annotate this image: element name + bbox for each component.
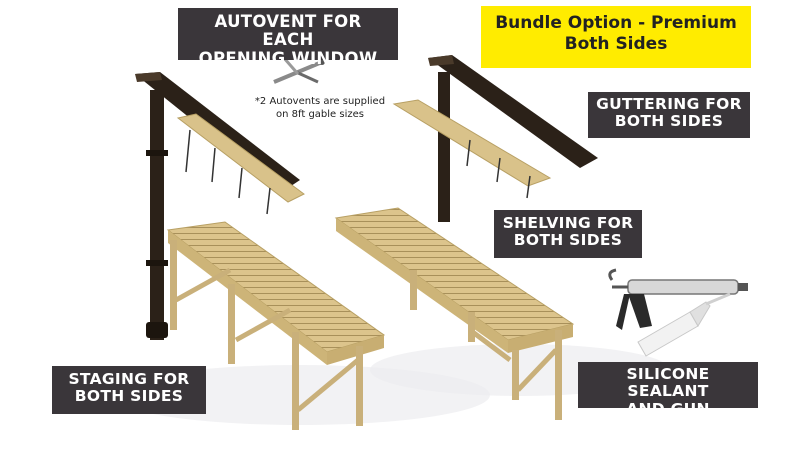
staging-label-line-1: STAGING FOR	[68, 370, 190, 388]
shelving-label-line-1: SHELVING FOR	[502, 214, 634, 232]
staging-label-line-2: BOTH SIDES	[74, 387, 184, 406]
guttering-label-line-1: GUTTERING FOR	[596, 95, 742, 113]
shelving-label-line-2: BOTH SIDES	[513, 231, 623, 250]
staging-icon-right	[334, 207, 575, 420]
autovent-label: AUTOVENT FOR EACH OPENING WINDOW	[178, 8, 398, 68]
guttering-label: GUTTERING FOR BOTH SIDES	[588, 92, 750, 138]
silicone-label-line-1: SILICONE SEALANT	[626, 365, 710, 401]
shelf-icon-right	[392, 99, 552, 199]
autovent-icon	[273, 57, 325, 84]
guttering-label-line-2: BOTH SIDES	[614, 112, 724, 131]
autovent-note-line-2: on 8ft gable sizes	[276, 108, 364, 120]
shelf-icon-left	[176, 113, 305, 215]
autovent-note-line-1: *2 Autovents are supplied	[254, 96, 386, 107]
shelving-label: SHELVING FOR BOTH SIDES	[494, 210, 642, 258]
staging-icon-left	[166, 221, 386, 430]
autovent-note: *2 Autovents are supplied on 8ft gable s…	[240, 96, 400, 121]
staging-label: STAGING FOR BOTH SIDES	[52, 366, 206, 414]
autovent-label-line-1: AUTOVENT FOR EACH	[214, 12, 362, 50]
autovent-label-line-2: OPENING WINDOW	[198, 48, 378, 68]
bundle-line-2: Both Sides	[564, 34, 668, 55]
sealant-gun-icon	[608, 268, 748, 330]
bundle-option-banner: Bundle Option - Premium Both Sides	[481, 6, 751, 68]
sealant-tube-icon	[637, 292, 731, 357]
guttering-icon-right	[428, 55, 598, 222]
bundle-line-1: Bundle Option - Premium	[495, 13, 737, 33]
silicone-label: SILICONE SEALANT AND GUN	[578, 362, 758, 418]
silicone-label-line-2: AND GUN	[626, 399, 710, 418]
